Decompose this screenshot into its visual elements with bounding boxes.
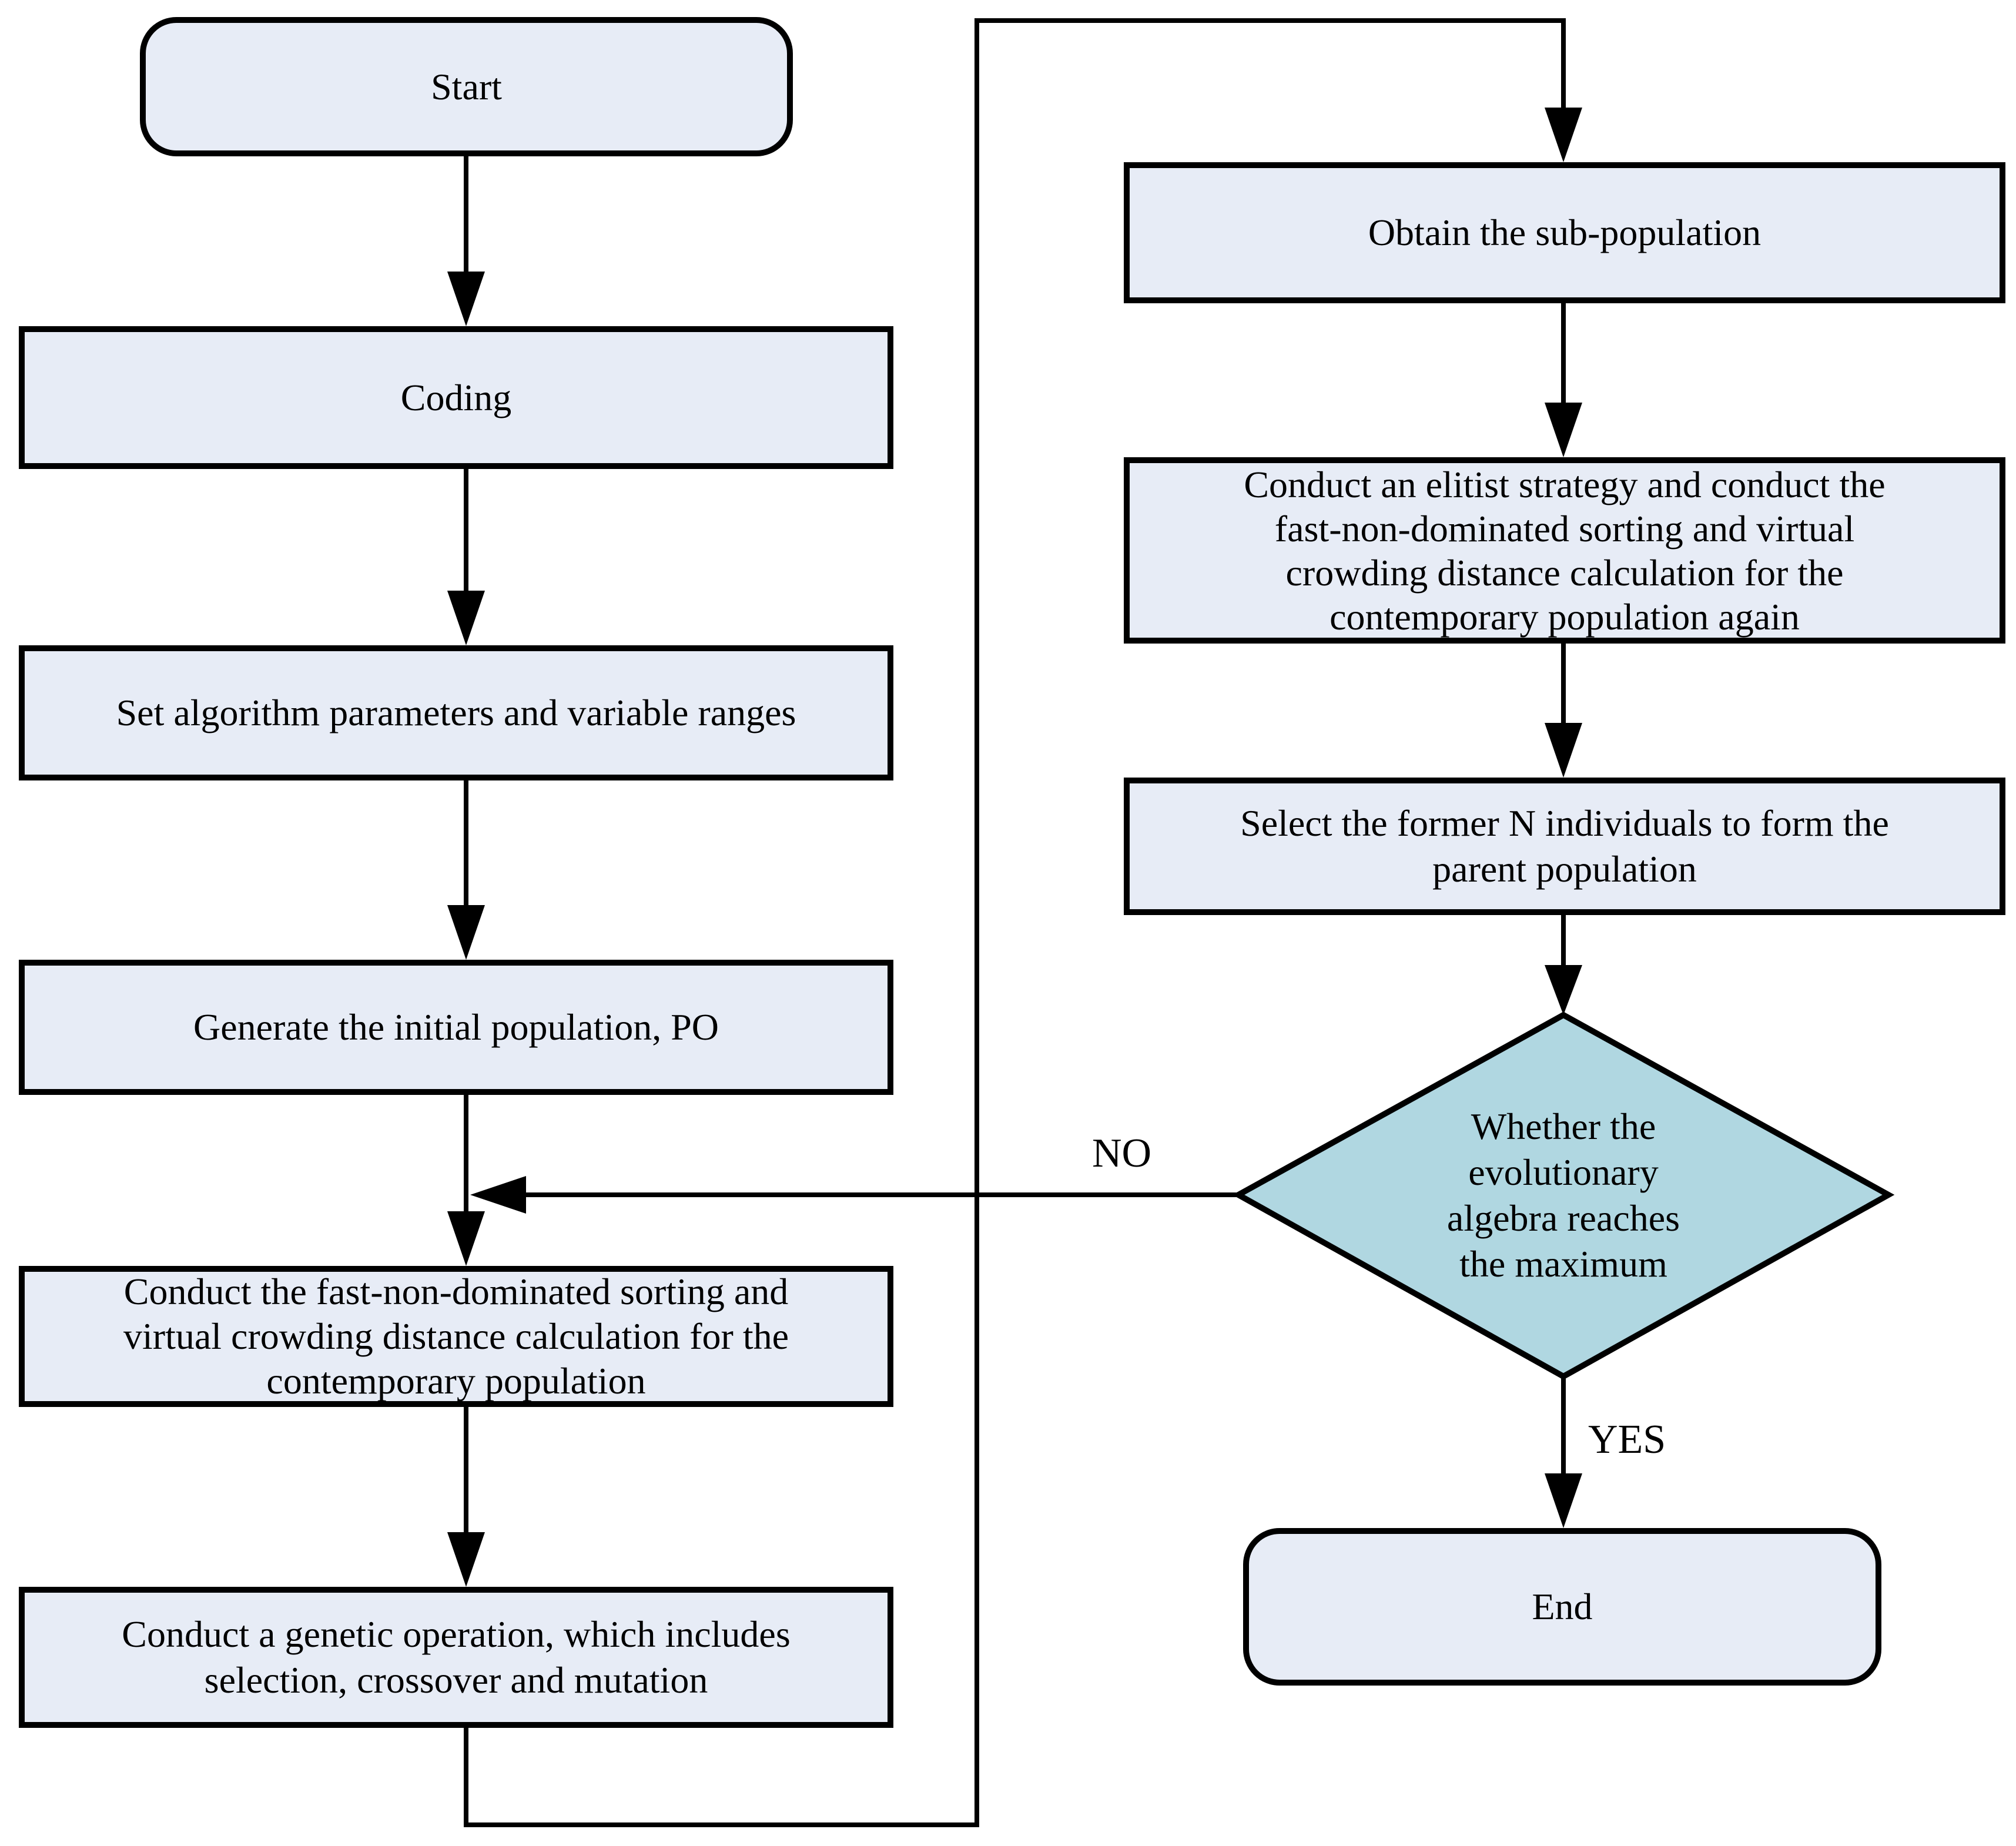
node-genetic-operation: Conduct a genetic operation, which inclu…: [19, 1587, 893, 1728]
node-obtain-subpopulation-label: Obtain the sub-population: [1368, 212, 1762, 253]
node-decision: Whether the evolutionary algebra reaches…: [1358, 1104, 1769, 1287]
arrowhead-loop-obtain: [1545, 108, 1582, 162]
node-start-label: Start: [431, 65, 502, 108]
node-genetic-operation-label: Conduct a genetic operation, which inclu…: [122, 1613, 791, 1701]
arrowhead-fastsort-geneticop: [447, 1532, 485, 1587]
label-no-text: NO: [1092, 1131, 1152, 1176]
arrowhead-decision-no: [470, 1176, 526, 1214]
node-obtain-subpopulation: Obtain the sub-population: [1124, 162, 2005, 303]
arrowhead-elitist-select: [1545, 723, 1582, 778]
label-no: NO: [1092, 1133, 1151, 1174]
arrowhead-setparams-generate: [447, 905, 485, 960]
node-elitist-strategy: Conduct an elitist strategy and conduct …: [1124, 457, 2005, 644]
node-set-params: Set algorithm parameters and variable ra…: [19, 645, 893, 780]
node-fast-sort: Conduct the fast-non-dominated sorting a…: [19, 1266, 893, 1407]
arrowhead-generate-fastsort: [447, 1211, 485, 1266]
arrowhead-obtain-elitist: [1545, 403, 1582, 457]
node-select-parents: Select the former N individuals to form …: [1124, 778, 2005, 915]
node-decision-label: Whether the evolutionary algebra reaches…: [1446, 1105, 1680, 1285]
node-generate-population-label: Generate the initial population, PO: [193, 1006, 719, 1048]
arrowhead-decision-yes: [1545, 1473, 1582, 1528]
node-start: Start: [140, 17, 793, 156]
edge-geneticop-obtain-loop: [464, 18, 1566, 1827]
label-yes: YES: [1588, 1419, 1666, 1460]
arrowhead-start-coding: [447, 272, 485, 326]
label-yes-text: YES: [1588, 1417, 1666, 1462]
node-coding-label: Coding: [400, 376, 512, 418]
node-end-label: End: [1532, 1586, 1593, 1627]
node-end: End: [1243, 1528, 1881, 1686]
node-elitist-strategy-label: Conduct an elitist strategy and conduct …: [1244, 463, 1886, 638]
node-fast-sort-label: Conduct the fast-non-dominated sorting a…: [123, 1271, 789, 1402]
node-coding: Coding: [19, 326, 893, 469]
node-generate-population: Generate the initial population, PO: [19, 960, 893, 1095]
arrowhead-select-decision: [1545, 965, 1582, 1015]
arrowhead-coding-setparams: [447, 591, 485, 645]
node-select-parents-label: Select the former N individuals to form …: [1240, 802, 1889, 890]
node-set-params-label: Set algorithm parameters and variable ra…: [116, 692, 796, 733]
